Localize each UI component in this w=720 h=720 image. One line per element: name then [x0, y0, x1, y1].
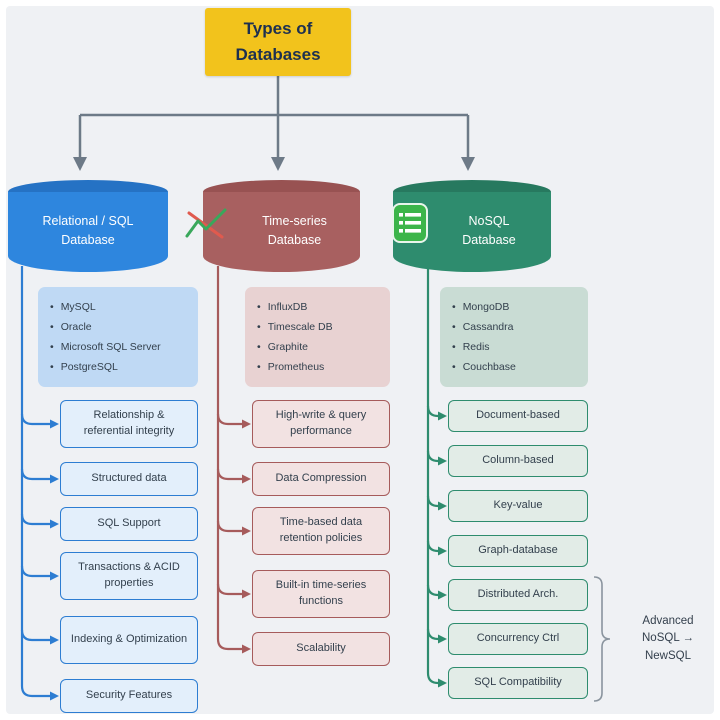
feature-box-relational: SQL Support: [60, 507, 198, 541]
time-series-examples-box: InfluxDB Timescale DB Graphite Prometheu…: [245, 287, 390, 387]
example-item: Redis: [452, 338, 576, 358]
relational-examples-box: MySQL Oracle Microsoft SQL Server Postgr…: [38, 287, 198, 387]
feature-box-time-series: High-write & query performance: [252, 400, 390, 448]
label-line: Database: [61, 233, 115, 248]
cylinder-body: [8, 192, 168, 272]
relational-examples-list: MySQL Oracle Microsoft SQL Server Postgr…: [50, 298, 186, 378]
nosql-examples-list: MongoDB Cassandra Redis Couchbase: [452, 298, 576, 378]
relational-db-cylinder: Relational / SQL Database: [8, 180, 168, 272]
feature-box-nosql: Distributed Arch.: [448, 579, 588, 611]
example-item: Prometheus: [257, 358, 378, 378]
time-series-db-cylinder: Time-series Database: [185, 180, 360, 272]
title-line-2: Databases: [235, 45, 321, 64]
feature-box-time-series: Data Compression: [252, 462, 390, 496]
example-item: Cassandra: [452, 318, 576, 338]
example-item: Couchbase: [452, 358, 576, 378]
feature-box-nosql: Key-value: [448, 490, 588, 522]
time-series-examples-list: InfluxDB Timescale DB Graphite Prometheu…: [257, 298, 378, 378]
nosql-examples-box: MongoDB Cassandra Redis Couchbase: [440, 287, 588, 387]
cylinder-body: [203, 192, 360, 272]
nosql-db-label: NoSQL Database: [393, 212, 551, 251]
chart-line-icon: [185, 206, 229, 247]
feature-box-time-series: Scalability: [252, 632, 390, 666]
feature-box-relational: Relationship & referential integrity: [60, 400, 198, 448]
example-item: Oracle: [50, 318, 186, 338]
database-list-icon: [391, 202, 429, 249]
label-line: Relational / SQL: [42, 214, 134, 228]
annotation-line: NoSQL →: [642, 632, 694, 645]
example-item: MongoDB: [452, 298, 576, 318]
annotation-line: NewSQL: [644, 649, 692, 662]
nosql-db-cylinder: NoSQL Database: [391, 180, 551, 272]
feature-box-nosql: Concurrency Ctrl: [448, 623, 588, 655]
label-line: NoSQL: [468, 214, 510, 228]
feature-box-relational: Indexing & Optimization: [60, 616, 198, 664]
relational-db-label: Relational / SQL Database: [8, 212, 168, 251]
example-item: Microsoft SQL Server: [50, 338, 186, 358]
label-line: Database: [267, 233, 322, 248]
time-series-db-label: Time-series Database: [203, 212, 360, 251]
title-line-1: Types of: [243, 18, 313, 38]
example-item: MySQL: [50, 298, 186, 318]
feature-box-time-series: Built-in time-series functions: [252, 570, 390, 618]
label-line: Time-series: [262, 214, 327, 228]
example-item: Timescale DB: [257, 318, 378, 338]
advanced-nosql-annotation: Advanced NoSQL → NewSQL: [620, 613, 716, 665]
title-box: Types of Databases: [205, 8, 351, 76]
annotation-line: Advanced: [642, 615, 694, 627]
feature-box-relational: Structured data: [60, 462, 198, 496]
feature-box-nosql: Graph-database: [448, 535, 588, 567]
example-item: InfluxDB: [257, 298, 378, 318]
label-line: Database: [462, 233, 516, 248]
feature-box-nosql: Document-based: [448, 400, 588, 432]
feature-box-relational: Transactions & ACID properties: [60, 552, 198, 600]
feature-box-nosql: Column-based: [448, 445, 588, 477]
brace: [593, 576, 611, 702]
feature-box-nosql: SQL Compatibility: [448, 667, 588, 699]
feature-box-time-series: Time-based data retention policies: [252, 507, 390, 555]
example-item: Graphite: [257, 338, 378, 358]
feature-box-relational: Security Features: [60, 679, 198, 713]
example-item: PostgreSQL: [50, 358, 186, 378]
